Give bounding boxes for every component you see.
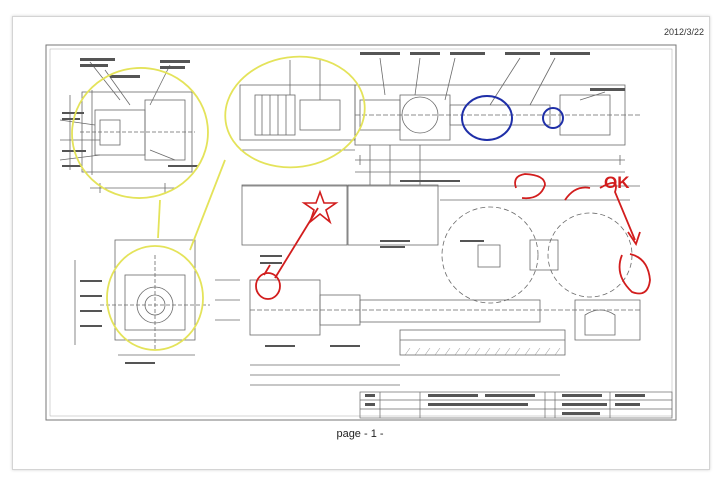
top-right-assembly-view — [354, 57, 640, 185]
page-number: page - 1 - — [336, 428, 384, 440]
title-block — [359, 391, 673, 419]
bottom-main-section-view — [241, 184, 641, 386]
red-star-icon — [301, 189, 339, 225]
drawing-border — [45, 44, 677, 421]
drawing-inner-border — [49, 48, 673, 417]
yellow-markup — [71, 55, 366, 351]
top-left-callout-text — [62, 58, 198, 167]
top-left-detail-view — [59, 61, 195, 193]
title-block-text — [365, 394, 645, 415]
bottom-hatching — [404, 347, 561, 356]
bottom-left-callout-text — [80, 280, 155, 364]
ok-annotation: OK — [604, 173, 630, 192]
red-markup — [255, 173, 651, 300]
bottom-callout-text — [260, 240, 484, 347]
document-date: 2012/3/22 — [663, 27, 704, 37]
top-right-callout-text — [360, 52, 625, 182]
blue-markup — [461, 95, 564, 141]
bottom-left-end-view — [74, 239, 240, 356]
top-middle-motor-view — [239, 60, 356, 151]
